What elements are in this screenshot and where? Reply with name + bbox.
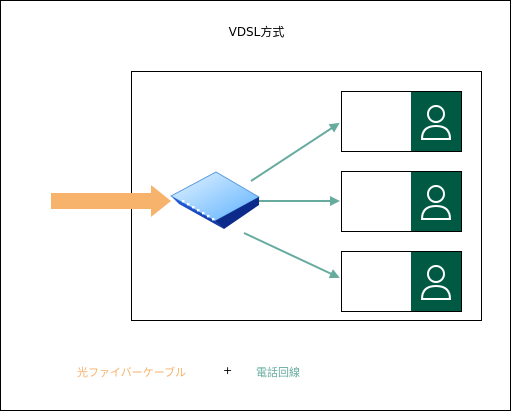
user-card-3 — [341, 251, 462, 312]
phone-line-arrow-3 — [243, 232, 340, 279]
legend-phone-label: 電話回線 — [256, 366, 300, 379]
user-icon — [411, 252, 461, 311]
network-switch-icon — [170, 171, 260, 229]
phone-line-arrow-1 — [250, 122, 340, 182]
fiber-arrow — [51, 185, 171, 217]
legend-plus: + — [223, 364, 233, 377]
user-icon — [411, 172, 461, 231]
legend-fiber-label: 光ファイバーケーブル — [77, 366, 187, 379]
user-card-1 — [341, 91, 462, 152]
user-icon — [411, 92, 461, 151]
diagram-title: VDSL方式 — [228, 25, 285, 39]
user-card-2 — [341, 171, 462, 232]
